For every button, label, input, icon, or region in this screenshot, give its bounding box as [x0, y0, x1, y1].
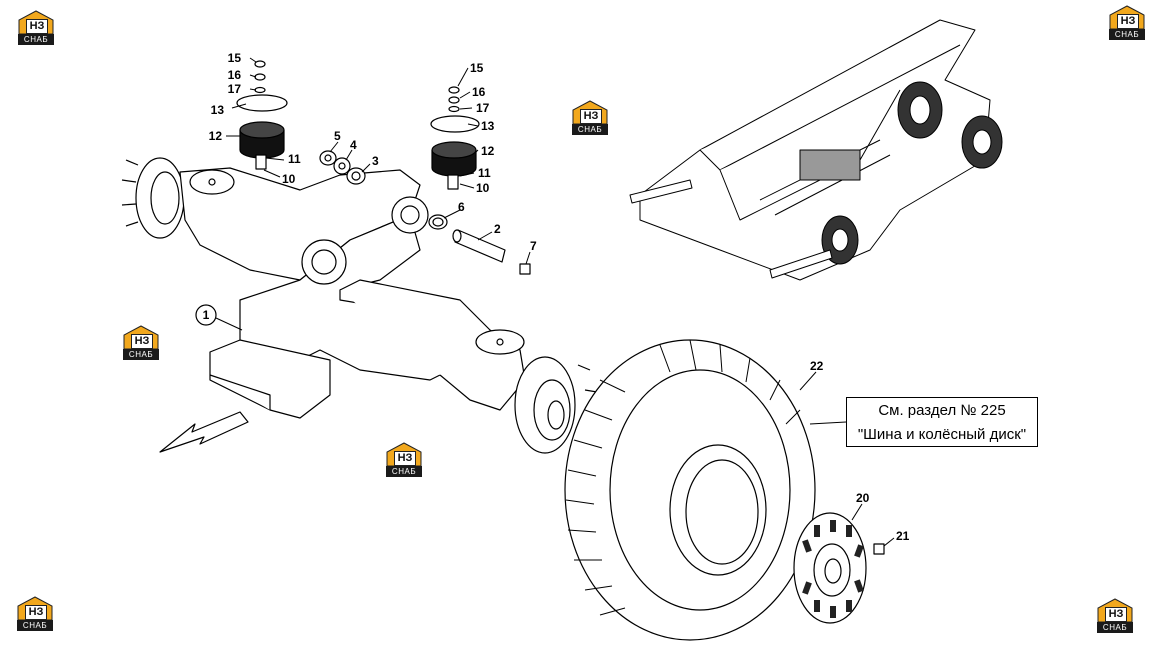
direction-arrow	[159, 411, 249, 453]
wheel-disc	[793, 512, 885, 624]
part-label-5: 5	[334, 129, 341, 143]
part-label-21: 21	[896, 529, 910, 543]
watermark-logo: НЗ СНАБ	[1096, 598, 1134, 634]
part-label-10a: 10	[282, 172, 296, 186]
forklift-thumbnail	[629, 19, 1003, 281]
watermark-logo: НЗ СНАБ	[122, 325, 160, 361]
section-reference-callout: См. раздел № 225 "Шина и колёсный диск"	[846, 397, 1038, 447]
nut-washer-set	[319, 150, 366, 185]
part-label-12b: 12	[481, 144, 495, 158]
part-label-15b: 15	[470, 61, 484, 75]
part-label-16b: 16	[472, 85, 486, 99]
left-mount-stack	[236, 60, 288, 170]
part-label-16a: 16	[228, 68, 242, 82]
watermark-logo: НЗ СНАБ	[1108, 5, 1146, 41]
part-label-17a: 17	[228, 82, 242, 96]
part-label-13a: 13	[211, 103, 225, 117]
part-label-4: 4	[350, 138, 357, 152]
axle-housing	[121, 157, 598, 454]
pivot-pin	[428, 214, 531, 275]
watermark-logo: НЗ СНАБ	[385, 442, 423, 478]
leader-lines	[215, 57, 895, 547]
part-label-22: 22	[810, 359, 824, 373]
part-label-15a: 15	[228, 51, 242, 65]
watermark-logo: НЗ СНАБ	[16, 596, 54, 632]
part-label-1: 1	[203, 308, 210, 322]
part-label-17b: 17	[476, 101, 490, 115]
watermark-logo: НЗ СНАБ	[17, 10, 55, 46]
part-label-6: 6	[458, 200, 465, 214]
part-label-2: 2	[494, 222, 501, 236]
part-label-11b: 11	[478, 166, 491, 180]
callout-line-1: См. раздел № 225	[878, 402, 1006, 419]
tire	[564, 339, 816, 641]
part-label-10b: 10	[476, 181, 490, 195]
part-number-labels: 1 15 16 17 13 12 11 10 5 4 3 6 2 7 15 16…	[195, 51, 910, 543]
callout-line-2: "Шина и колёсный диск"	[857, 426, 1027, 443]
part-label-3: 3	[372, 154, 379, 168]
part-1-circle	[195, 304, 217, 326]
part-label-13b: 13	[481, 119, 495, 133]
part-label-7: 7	[530, 239, 537, 253]
part-label-12a: 12	[209, 129, 223, 143]
part-label-11a: 11	[288, 152, 301, 166]
part-label-20: 20	[856, 491, 870, 505]
watermark-logo: НЗ СНАБ	[571, 100, 609, 136]
right-mount-stack	[430, 86, 480, 190]
